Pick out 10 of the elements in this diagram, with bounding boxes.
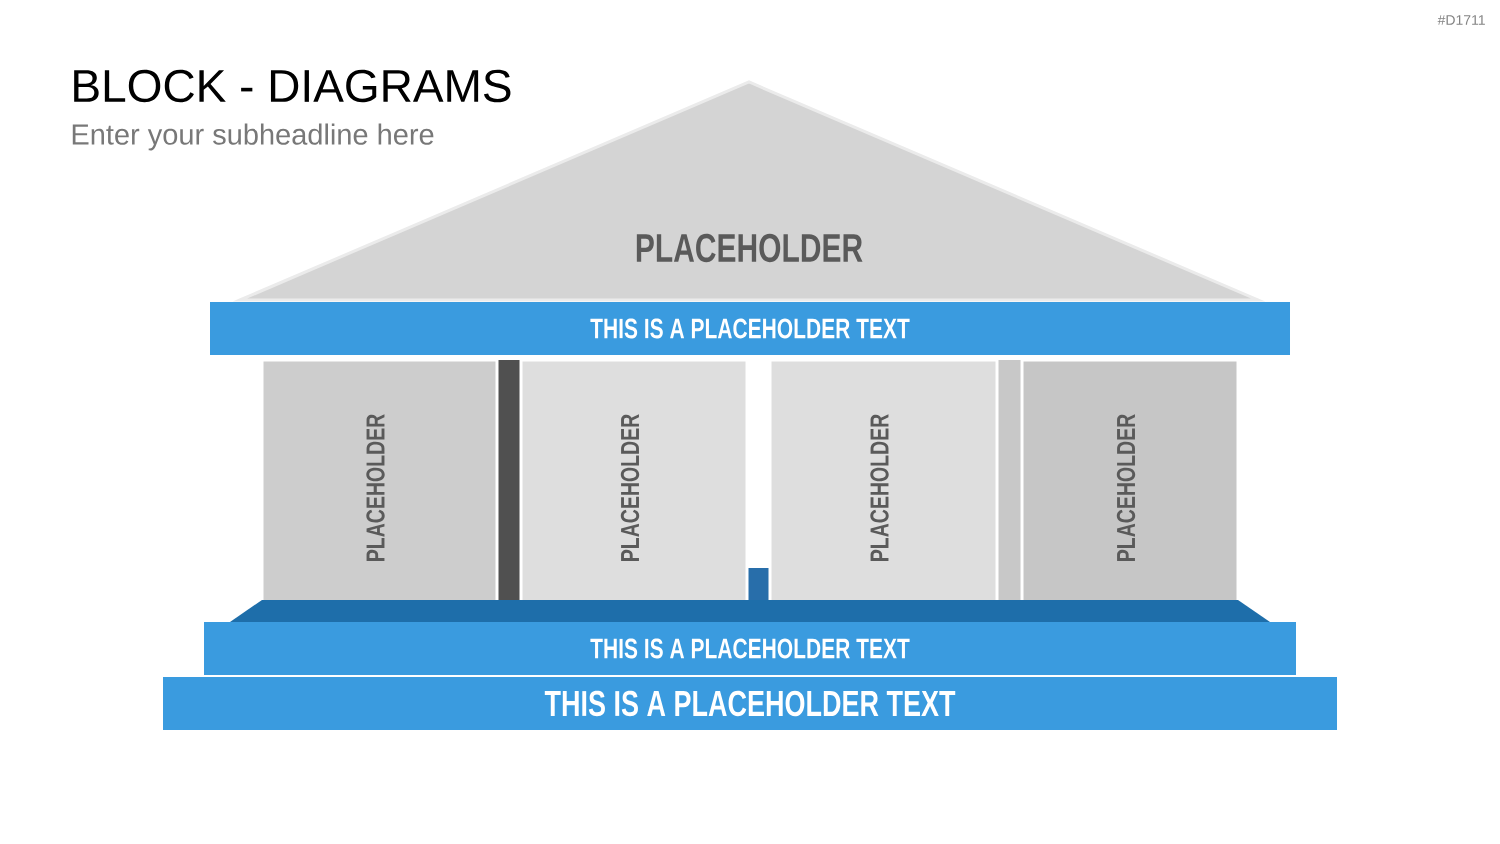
pillar-block: PLACEHOLDER (260, 358, 499, 614)
pillar-block: PLACEHOLDER (768, 358, 999, 614)
beam-bar: THIS IS A PLACEHOLDER TEXT (210, 302, 1290, 355)
node-label: THIS IS A PLACEHOLDER TEXT (590, 638, 910, 659)
step-bar: THIS IS A PLACEHOLDER TEXT (163, 677, 1337, 730)
slide-code: #D1711 (1437, 15, 1485, 25)
node-label: THIS IS A PLACEHOLDER TEXT (544, 690, 956, 717)
pillar-block: PLACEHOLDER (1020, 358, 1240, 614)
pillar-block: PLACEHOLDER (519, 358, 749, 614)
step-bar: THIS IS A PLACEHOLDER TEXT (204, 600, 1296, 675)
